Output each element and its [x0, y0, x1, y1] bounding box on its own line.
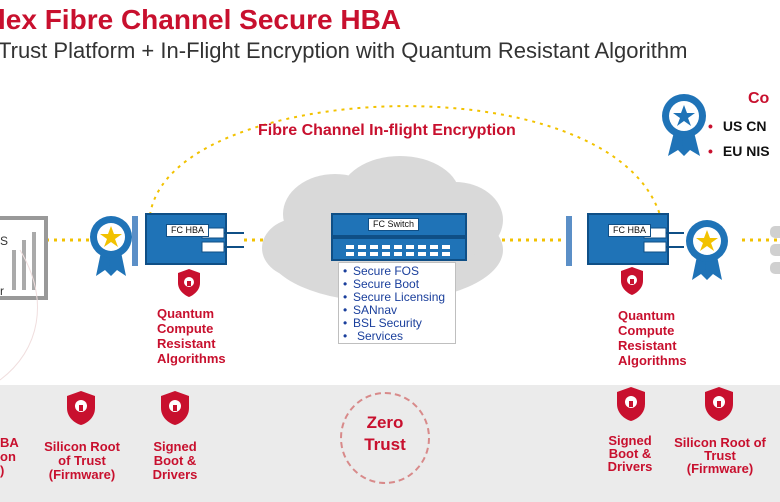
feature-item: BSL Security: [343, 317, 451, 331]
hba-card-left: [132, 213, 244, 266]
feature-item: Secure Licensing: [343, 291, 451, 305]
compliance-item-1: •US CN: [708, 118, 767, 134]
page-subtitle: Trust Platform + In-Flight Encryption wi…: [0, 38, 688, 63]
page-title: lex Fibre Channel Secure HBA: [0, 4, 402, 35]
storage-icon: [770, 226, 780, 274]
shield-lock-icon: [178, 269, 200, 297]
shield-lock-icon: [621, 267, 643, 295]
hba-card-right: [566, 213, 684, 266]
switch-icon: [331, 213, 467, 261]
shield-lock-icon: [705, 387, 733, 421]
hba-right-label: FC HBA: [608, 224, 652, 237]
hba-left-label: FC HBA: [166, 224, 210, 237]
left-device-label: S: [0, 234, 9, 248]
left-device-label-2: r: [0, 284, 4, 298]
switch-feature-box: Secure FOS Secure Boot Secure Licensing …: [338, 262, 456, 344]
feature-item: Services: [343, 330, 451, 344]
shield-lock-icon: [161, 391, 189, 425]
award-ribbon-icon: [686, 220, 728, 280]
shield-lock-icon: [617, 387, 645, 421]
shield-lock-icon: [67, 391, 95, 425]
switch-label: FC Switch: [368, 218, 420, 231]
encryption-label: Fibre Channel In-flight Encryption: [258, 122, 516, 139]
feature-item: SANnav: [343, 304, 451, 318]
feature-item: Secure FOS: [343, 265, 451, 279]
server-icon: [0, 216, 48, 300]
compliance-item-2: •EU NIS: [708, 143, 770, 159]
feature-item: Secure Boot: [343, 278, 451, 292]
award-ribbon-icon: [662, 94, 706, 156]
compliance-title: Co: [748, 90, 770, 107]
award-ribbon-icon: [90, 216, 132, 276]
